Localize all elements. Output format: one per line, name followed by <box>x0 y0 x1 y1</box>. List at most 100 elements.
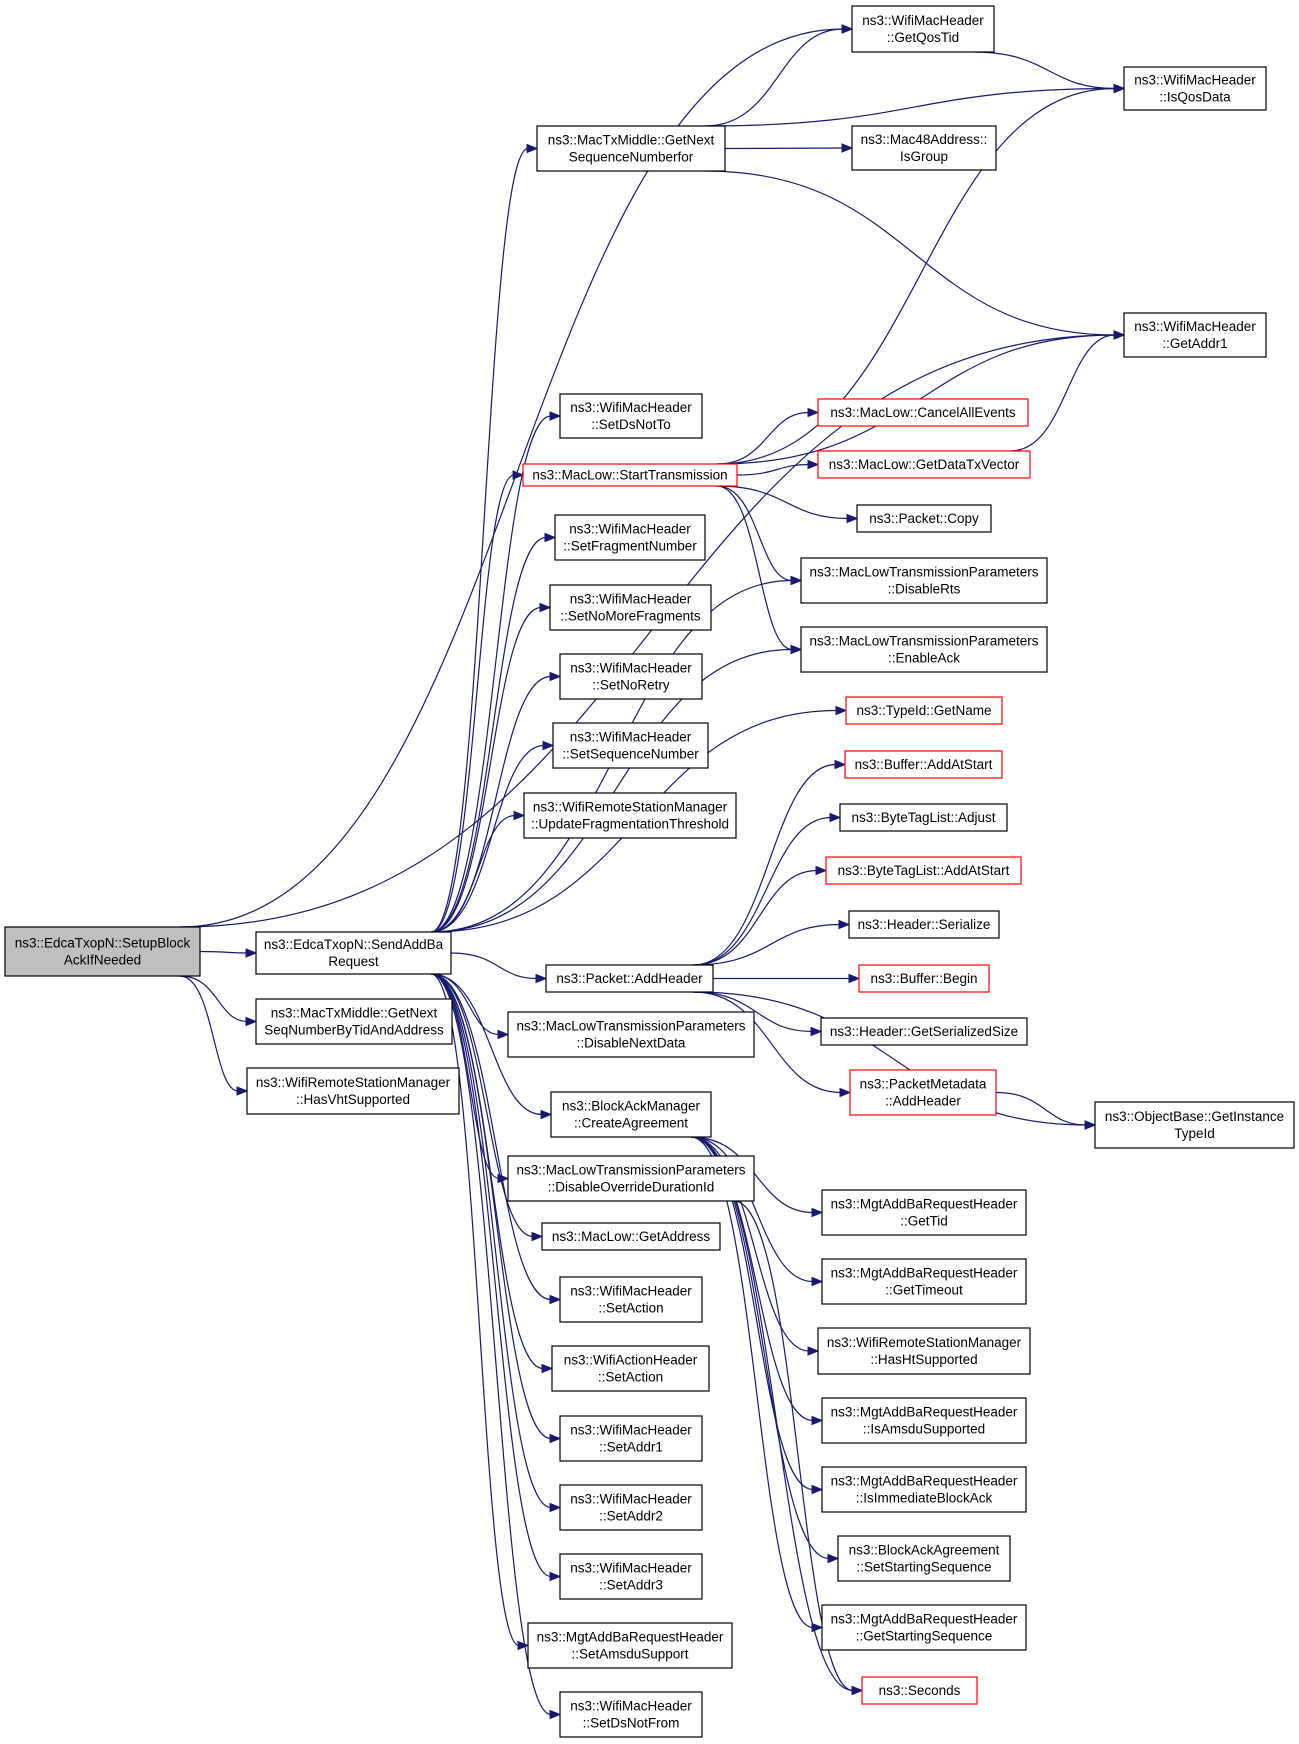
node-box <box>255 931 452 975</box>
node-label: ns3::MacLow::StartTransmission <box>532 468 727 483</box>
node-setaddr2[interactable]: ns3::WifiMacHeader::SetAddr2 <box>559 1484 703 1531</box>
node-starttx[interactable]: ns3::MacLow::StartTransmission <box>522 463 738 487</box>
edge-packetaddheader-to-headersersize <box>692 991 823 1037</box>
node-label: ::SetSequenceNumber <box>562 747 699 762</box>
node-label: ns3::MgtAddBaRequestHeader <box>831 1266 1018 1281</box>
node-label: ::UpdateFragmentationThreshold <box>531 817 729 832</box>
node-packetcopy[interactable]: ns3::Packet::Copy <box>856 504 992 533</box>
node-label: ::EnableAck <box>888 651 960 666</box>
node-getnextseqfor[interactable]: ns3::MacTxMiddle::GetNextSequenceNumberf… <box>536 125 726 172</box>
edge-line <box>692 991 813 1033</box>
node-enableack[interactable]: ns3::MacLowTransmissionParameters::Enabl… <box>800 626 1048 673</box>
edge-line <box>692 869 818 966</box>
node-label: ns3::Header::Serialize <box>858 917 991 932</box>
node-setnomorefrag[interactable]: ns3::WifiMacHeader::SetNoMoreFragments <box>549 584 712 631</box>
node-packetaddheader[interactable]: ns3::Packet::AddHeader <box>545 964 714 993</box>
node-bufbegin[interactable]: ns3::Buffer::Begin <box>858 964 990 993</box>
node-label: ::SetAmsduSupport <box>571 1647 688 1662</box>
node-box <box>837 1535 1011 1582</box>
node-gettid[interactable]: ns3::MgtAddBaRequestHeader::GetTid <box>821 1189 1027 1236</box>
node-pktmetaadd[interactable]: ns3::PacketMetadata::AddHeader <box>849 1069 997 1116</box>
arrow-head-icon <box>513 810 526 821</box>
node-updatefrag[interactable]: ns3::WifiRemoteStationManager::UpdateFra… <box>523 792 737 839</box>
node-isgroup[interactable]: ns3::Mac48Address::IsGroup <box>851 125 997 171</box>
node-gettimeout[interactable]: ns3::MgtAddBaRequestHeader::GetTimeout <box>821 1258 1027 1305</box>
edge-line <box>430 415 552 933</box>
edge-getnextseqfor-to-getaddr1 <box>704 170 1126 340</box>
node-label: ::SetFragmentNumber <box>563 539 697 554</box>
node-getaddr1[interactable]: ns3::WifiMacHeader::GetAddr1 <box>1123 312 1267 358</box>
edge-line <box>716 485 849 520</box>
node-seconds[interactable]: ns3::Seconds <box>861 1676 978 1705</box>
node-setdsnotfrom[interactable]: ns3::WifiMacHeader::SetDsNotFrom <box>559 1691 703 1738</box>
node-box <box>549 584 712 631</box>
arrow-head-icon <box>839 1087 852 1098</box>
edge-layer <box>179 24 1126 1720</box>
arrow-head-icon <box>841 143 854 153</box>
node-label: ns3::Seconds <box>879 1683 961 1698</box>
node-setactionmac[interactable]: ns3::WifiMacHeader::SetAction <box>559 1276 703 1323</box>
node-label: ns3::WifiRemoteStationManager <box>256 1075 451 1090</box>
edge-line <box>430 973 552 1509</box>
edge-line <box>733 1200 854 1692</box>
node-setseqnum[interactable]: ns3::WifiMacHeader::SetSequenceNumber <box>552 722 709 769</box>
node-getstartseq[interactable]: ns3::MgtAddBaRequestHeader::GetStartingS… <box>821 1604 1027 1651</box>
node-isqosdata[interactable]: ns3::WifiMacHeader::IsQosData <box>1123 66 1267 111</box>
node-label: ns3::WifiRemoteStationManager <box>827 1335 1022 1350</box>
node-box <box>839 803 1008 832</box>
node-label: ns3::Buffer::AddAtStart <box>855 757 993 772</box>
node-setactionaction[interactable]: ns3::WifiActionHeader::SetAction <box>551 1345 710 1392</box>
edge-line <box>430 606 542 933</box>
node-box <box>845 696 1003 725</box>
node-label: ::IsQosData <box>1159 90 1231 105</box>
node-cancelall[interactable]: ns3::MacLow::CancelAllEvents <box>817 398 1029 427</box>
edge-starttx-to-getaddr1 <box>716 330 1126 465</box>
node-setstartseq[interactable]: ns3::BlockAckAgreement::SetStartingSeque… <box>837 1535 1011 1582</box>
node-label: Request <box>328 954 379 969</box>
node-label: ns3::BlockAckAgreement <box>849 1543 1000 1558</box>
node-box <box>255 998 453 1045</box>
node-setaddr1[interactable]: ns3::WifiMacHeader::SetAddr1 <box>559 1415 703 1462</box>
node-getaddress[interactable]: ns3::MacLow::GetAddress <box>541 1222 721 1251</box>
node-disableoverride[interactable]: ns3::MacLowTransmissionParameters::Disab… <box>507 1155 755 1202</box>
node-box <box>851 5 995 53</box>
node-box <box>559 1415 703 1462</box>
node-label: ::SetNoMoreFragments <box>560 609 701 624</box>
node-isamsdu[interactable]: ns3::MgtAddBaRequestHeader::IsAmsduSuppo… <box>821 1397 1027 1444</box>
node-hasvht[interactable]: ns3::WifiRemoteStationManager::HasVhtSup… <box>246 1067 460 1115</box>
arrow-head-icon <box>815 865 828 876</box>
node-headersersize[interactable]: ns3::Header::GetSerializedSize <box>820 1017 1028 1046</box>
node-setdsnotto[interactable]: ns3::WifiMacHeader::SetDsNotTo <box>559 393 703 439</box>
node-getdatatx[interactable]: ns3::MacLow::GetDataTxVector <box>817 450 1031 479</box>
node-label: ns3::MacTxMiddle::GetNext <box>271 1006 438 1021</box>
node-label: ::SetAddr3 <box>599 1578 663 1593</box>
node-headerserialize[interactable]: ns3::Header::Serialize <box>848 910 1000 939</box>
node-bufaddatstart[interactable]: ns3::Buffer::AddAtStart <box>844 750 1003 779</box>
edge-sendaddba-to-setdsnotfrom <box>430 973 562 1720</box>
node-hasht[interactable]: ns3::WifiRemoteStationManager::HasHtSupp… <box>817 1327 1031 1375</box>
node-label: ::DisableNextData <box>577 1036 686 1051</box>
edge-setupblock-to-hasvht <box>179 975 249 1096</box>
node-box <box>545 964 714 993</box>
node-bytetagaddatstart[interactable]: ns3::ByteTagList::AddAtStart <box>825 856 1022 885</box>
node-getnextseqtid[interactable]: ns3::MacTxMiddle::GetNextSeqNumberByTidA… <box>255 998 453 1045</box>
node-createagreement[interactable]: ns3::BlockAckManager::CreateAgreement <box>550 1091 712 1138</box>
edge-sendaddba-to-setaddr3 <box>430 973 562 1582</box>
node-getqostid[interactable]: ns3::WifiMacHeader::GetQosTid <box>851 5 995 53</box>
node-setnoretry[interactable]: ns3::WifiMacHeader::SetNoRetry <box>559 653 703 700</box>
node-setaddr3[interactable]: ns3::WifiMacHeader::SetAddr3 <box>559 1553 703 1600</box>
node-typeidname[interactable]: ns3::TypeId::GetName <box>845 696 1003 725</box>
node-disablenextdata[interactable]: ns3::MacLowTransmissionParameters::Disab… <box>507 1011 755 1058</box>
node-box <box>825 856 1022 885</box>
node-disablerts[interactable]: ns3::MacLowTransmissionParameters::Disab… <box>800 557 1048 604</box>
edge-sendaddba-to-setnomorefrag <box>430 602 552 933</box>
node-label: ns3::ObjectBase::GetInstance <box>1105 1109 1284 1124</box>
edge-line <box>430 973 552 1440</box>
node-isimmediate[interactable]: ns3::MgtAddBaRequestHeader::IsImmediateB… <box>821 1466 1027 1513</box>
node-bytetagadjust[interactable]: ns3::ByteTagList::Adjust <box>839 803 1008 832</box>
node-setfragnum[interactable]: ns3::WifiMacHeader::SetFragmentNumber <box>554 514 706 561</box>
node-setamsdu[interactable]: ns3::MgtAddBaRequestHeader::SetAmsduSupp… <box>527 1622 733 1669</box>
